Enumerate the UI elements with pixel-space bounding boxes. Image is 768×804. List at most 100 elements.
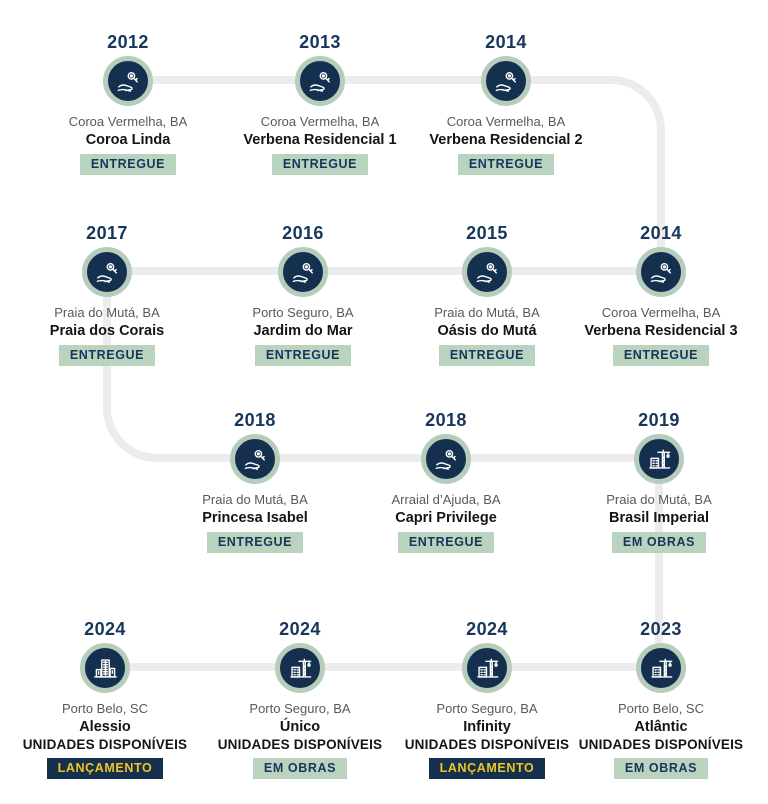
project-availability: UNIDADES DISPONÍVEIS [404, 737, 570, 752]
project-icon-circle [481, 56, 531, 106]
project-name: Verbena Residencial 3 [584, 323, 738, 339]
status-badge: EM OBRAS [613, 758, 709, 779]
project-location: Porto Seguro, BA [252, 305, 354, 320]
connector-path [101, 76, 665, 671]
project-availability: UNIDADES DISPONÍVEIS [22, 737, 188, 752]
project-year: 2024 [84, 619, 126, 639]
building-icon [92, 655, 119, 682]
keys-in-hand-icon [115, 68, 142, 95]
project-name: Atlântic [634, 719, 688, 735]
crane-building-icon [474, 655, 501, 682]
project-name: Princesa Isabel [202, 510, 308, 526]
project-availability: UNIDADES DISPONÍVEIS [578, 737, 744, 752]
project-icon-circle [636, 643, 686, 693]
project-location: Coroa Vermelha, BA [601, 305, 721, 320]
project-location: Porto Belo, SC [618, 701, 704, 716]
project-name: Único [279, 719, 321, 735]
timeline-node: 2023 Porto Belo, SC Atlântic UNIDADES DI… [561, 619, 761, 779]
project-info: Praia do Mutá, BA Praia dos Corais ENTRE… [50, 304, 164, 366]
project-year: 2018 [425, 410, 467, 430]
project-name: Verbena Residencial 1 [243, 132, 397, 148]
project-icon-circle [230, 434, 280, 484]
status-badge: ENTREGUE [438, 345, 536, 366]
project-info: Porto Belo, SC Atlântic UNIDADES DISPONÍ… [579, 700, 744, 779]
status-badge: ENTREGUE [79, 154, 177, 175]
project-year: 2016 [282, 223, 324, 243]
project-name: Brasil Imperial [609, 510, 709, 526]
status-badge: ENTREGUE [457, 154, 555, 175]
project-year: 2024 [466, 619, 508, 639]
status-badge: EM OBRAS [252, 758, 348, 779]
status-badge: ENTREGUE [612, 345, 710, 366]
project-info: Coroa Vermelha, BA Verbena Residencial 1… [243, 113, 397, 175]
status-badge: LANÇAMENTO [428, 758, 546, 779]
project-info: Porto Seguro, BA Único UNIDADES DISPONÍV… [218, 700, 383, 779]
timeline-node: 2015 Praia do Mutá, BA Oásis do Mutá ENT… [387, 223, 587, 366]
timeline-node: 2014 Coroa Vermelha, BA Verbena Residenc… [406, 32, 606, 175]
project-icon-circle [295, 56, 345, 106]
project-icon-circle [462, 247, 512, 297]
project-year: 2013 [299, 32, 341, 52]
project-icon-circle [275, 643, 325, 693]
project-name: Praia dos Corais [49, 323, 165, 339]
project-icon-circle [278, 247, 328, 297]
project-info: Arraial d’Ajuda, BA Capri Privilege ENTR… [391, 491, 501, 553]
project-name: Verbena Residencial 2 [429, 132, 583, 148]
project-location: Praia do Mutá, BA [54, 305, 160, 320]
project-name: Jardim do Mar [253, 323, 353, 339]
timeline-node: 2013 Coroa Vermelha, BA Verbena Residenc… [220, 32, 420, 175]
project-info: Praia do Mutá, BA Brasil Imperial EM OBR… [606, 491, 712, 553]
project-location: Porto Seguro, BA [436, 701, 538, 716]
project-year: 2024 [279, 619, 321, 639]
project-year: 2015 [466, 223, 508, 243]
project-year: 2023 [640, 619, 682, 639]
project-info: Coroa Vermelha, BA Verbena Residencial 2… [429, 113, 583, 175]
project-info: Praia do Mutá, BA Princesa Isabel ENTREG… [202, 491, 308, 553]
timeline-node: 2012 Coroa Vermelha, BA Coroa Linda ENTR… [28, 32, 228, 175]
project-year: 2017 [86, 223, 128, 243]
project-name: Coroa Linda [85, 132, 171, 148]
keys-in-hand-icon [433, 446, 460, 473]
project-icon-circle [462, 643, 512, 693]
project-info: Porto Belo, SC Alessio UNIDADES DISPONÍV… [23, 700, 188, 779]
project-info: Coroa Vermelha, BA Verbena Residencial 3… [584, 304, 738, 366]
project-icon-circle [636, 247, 686, 297]
project-location: Porto Seguro, BA [249, 701, 351, 716]
keys-in-hand-icon [94, 259, 121, 286]
keys-in-hand-icon [242, 446, 269, 473]
project-name: Infinity [463, 719, 511, 735]
project-icon-circle [634, 434, 684, 484]
project-icon-circle [82, 247, 132, 297]
timeline-node: 2014 Coroa Vermelha, BA Verbena Residenc… [561, 223, 761, 366]
project-location: Praia do Mutá, BA [202, 492, 308, 507]
crane-building-icon [648, 655, 675, 682]
project-location: Porto Belo, SC [62, 701, 148, 716]
keys-in-hand-icon [307, 68, 334, 95]
status-badge: EM OBRAS [611, 532, 707, 553]
status-badge: ENTREGUE [397, 532, 495, 553]
project-location: Praia do Mutá, BA [434, 305, 540, 320]
timeline-node: 2017 Praia do Mutá, BA Praia dos Corais … [7, 223, 207, 366]
keys-in-hand-icon [474, 259, 501, 286]
project-availability: UNIDADES DISPONÍVEIS [217, 737, 383, 752]
project-info: Porto Seguro, BA Infinity UNIDADES DISPO… [405, 700, 570, 779]
project-year: 2014 [640, 223, 682, 243]
project-name: Alessio [79, 719, 131, 735]
project-year: 2019 [638, 410, 680, 430]
project-year: 2014 [485, 32, 527, 52]
status-badge: ENTREGUE [254, 345, 352, 366]
project-info: Praia do Mutá, BA Oásis do Mutá ENTREGUE [434, 304, 540, 366]
project-location: Praia do Mutá, BA [606, 492, 712, 507]
status-badge: ENTREGUE [271, 154, 369, 175]
timeline-node: 2019 Praia do Mutá, BA Brasil Imperial E… [559, 410, 759, 553]
project-location: Arraial d’Ajuda, BA [391, 492, 501, 507]
project-name: Capri Privilege [395, 510, 497, 526]
timeline-node: 2024 Porto Seguro, BA Infinity UNIDADES … [387, 619, 587, 779]
crane-building-icon [646, 446, 673, 473]
timeline-node: 2024 Porto Seguro, BA Único UNIDADES DIS… [200, 619, 400, 779]
project-icon-circle [421, 434, 471, 484]
keys-in-hand-icon [648, 259, 675, 286]
project-name: Oásis do Mutá [437, 323, 537, 339]
